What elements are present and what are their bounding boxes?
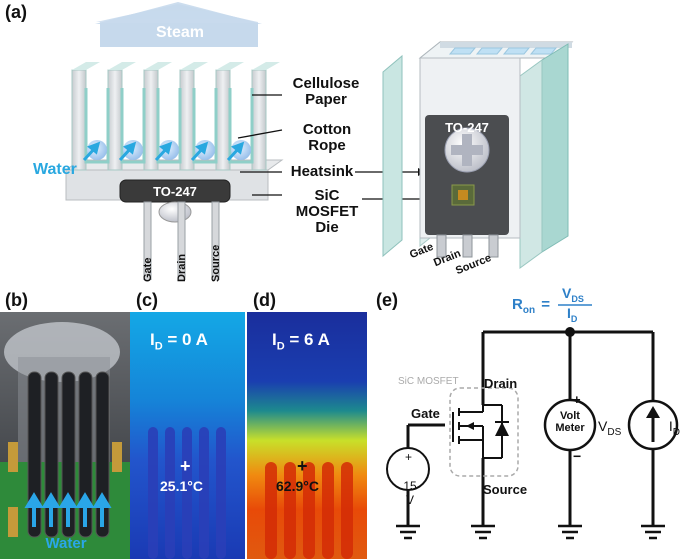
water-label: Water (33, 161, 77, 178)
sic-mosfet-die-label: SiC MOSFET Die (295, 187, 359, 236)
heatsink-label: Heatsink (290, 163, 354, 180)
formula-denominator: ID (567, 305, 578, 324)
left-pins (143, 201, 220, 280)
panel-d-label: (d) (253, 290, 276, 310)
pin-source-label: Source (210, 244, 222, 282)
formula-numerator: VDS (562, 285, 584, 304)
gate-label: Gate (411, 406, 440, 421)
mosfet-box-label: SiC MOSFET (398, 376, 459, 387)
heatsink-3d-right (382, 40, 574, 269)
panel-b-label: (b) (5, 290, 28, 310)
panel-a-label: (a) (5, 2, 27, 22)
voltmeter-label: Volt Meter (555, 410, 585, 434)
thermal-image-off (130, 312, 245, 559)
drain-label: Drain (484, 376, 518, 391)
water-arrows (82, 141, 245, 162)
temperature-on: 62.9°C (276, 478, 319, 494)
vds-label: VDS (598, 418, 622, 438)
thermal-image-on (247, 312, 367, 559)
crosshair-on: + (297, 456, 308, 476)
circuit-schematic (386, 304, 679, 540)
source-label: Source (483, 482, 528, 497)
panel-b-photo (0, 312, 130, 559)
steam-label: Steam (155, 24, 205, 41)
temperature-off: 25.1°C (160, 478, 203, 494)
voltmeter-minus: − (573, 448, 582, 464)
photo-water-label: Water (45, 535, 87, 552)
formula-lhs: Ron = (512, 296, 550, 316)
id-label: ID (668, 418, 680, 438)
cellulose-paper-label: Cellulose Paper (292, 75, 360, 108)
voltmeter-plus: + (573, 392, 581, 407)
cotton-rope-label: Cotton Rope (302, 121, 352, 154)
crosshair-off: + (180, 456, 191, 476)
panel-a-illustration (64, 2, 574, 280)
pin-drain-label: Drain (176, 253, 188, 282)
to247-right-label: TO-247 (445, 120, 489, 135)
pin-gate-label: Gate (142, 257, 154, 282)
panel-e-label: (e) (376, 290, 398, 310)
to247-left-label: TO-247 (153, 184, 197, 199)
gate-source-plus: + (405, 450, 413, 464)
current-on-label: ID = 6 A (272, 330, 330, 353)
gate-source-value: 15 V (403, 479, 417, 507)
current-off-label: ID = 0 A (150, 330, 208, 353)
panel-c-label: (c) (136, 290, 158, 310)
